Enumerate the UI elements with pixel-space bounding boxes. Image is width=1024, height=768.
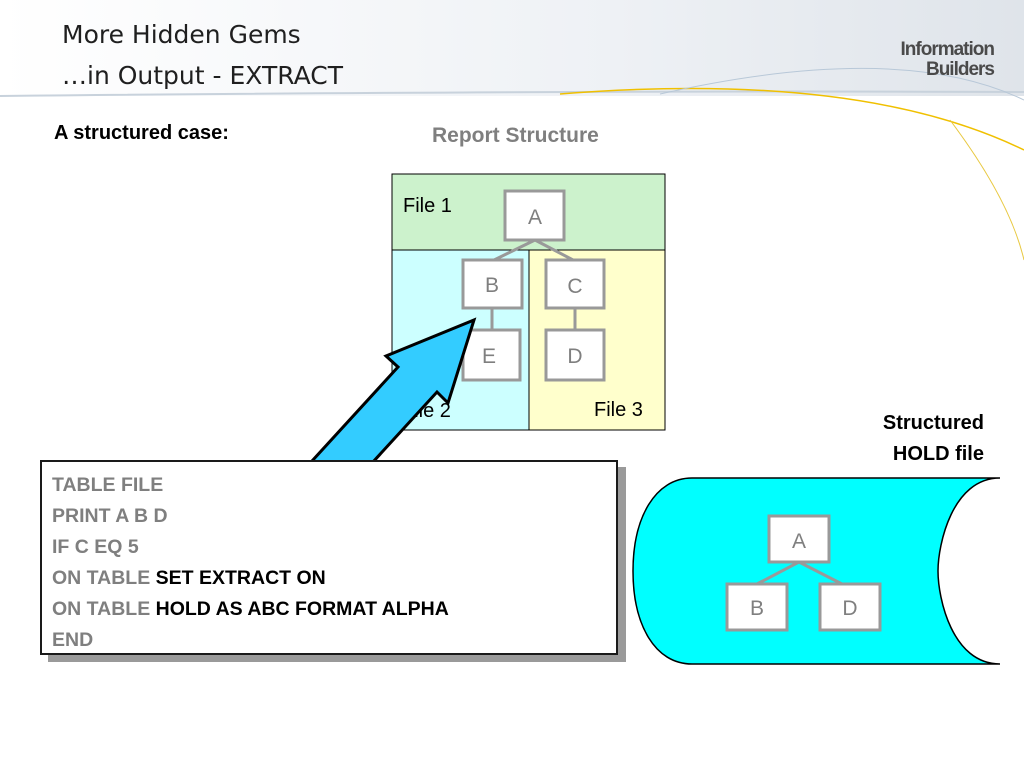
code-box: TABLE FILE PRINT A B D IF C EQ 5 ON TABL…	[40, 460, 618, 655]
header-divider	[0, 90, 1024, 97]
code-line-5: ON TABLE HOLD AS ABC FORMAT ALPHA	[52, 594, 616, 625]
node-box-b	[461, 258, 524, 310]
code-line-5-command: HOLD AS ABC FORMAT ALPHA	[155, 598, 449, 620]
case-label: A structured case:	[54, 122, 229, 144]
node-e: E	[482, 345, 496, 368]
code-line-5-keyword: ON TABLE	[52, 598, 156, 620]
node-d: D	[567, 345, 582, 368]
node-c: C	[567, 275, 582, 298]
grey-swoosh-line	[659, 67, 1024, 101]
hold-file-label-line2: HOLD file	[892, 443, 984, 465]
logo-line1: Information	[900, 39, 995, 60]
code-line-4: ON TABLE SET EXTRACT ON	[52, 563, 616, 594]
report-structure-heading: Report Structure	[432, 124, 599, 147]
node-a: A	[528, 206, 542, 229]
node-box-e	[461, 328, 522, 382]
code-line-1: TABLE FILE	[52, 474, 164, 496]
logo-line2: Builders	[925, 59, 995, 80]
node-b: B	[485, 274, 499, 297]
gold-swoosh-right	[949, 119, 1024, 261]
slide-title-line1: More Hidden Gems	[62, 20, 301, 49]
node-box-c	[544, 258, 606, 310]
hold-node-box-b	[725, 582, 789, 632]
header-band	[0, 0, 1024, 96]
code-line-4-keyword: ON TABLE	[52, 567, 156, 589]
hold-node-box-d	[818, 582, 882, 632]
hold-file-label-line1: Structured	[882, 412, 984, 434]
node-box-a	[503, 189, 566, 242]
company-logo: Information Builders	[901, 40, 995, 80]
hold-node-d: D	[842, 597, 857, 620]
code-line-2: PRINT A B D	[52, 505, 168, 527]
code-line-3: IF C EQ 5	[52, 536, 139, 558]
hold-node-box-a	[767, 514, 831, 564]
slide-title-line2: …in Output - EXTRACT	[62, 61, 343, 90]
file3-label: File 3	[594, 399, 643, 421]
report-tree-connectors	[490, 238, 577, 330]
hold-file-label: Structured HOLD file	[883, 408, 984, 470]
hold-tree-connectors	[756, 560, 843, 586]
node-box-d	[544, 328, 606, 382]
hold-tree-nodes	[725, 514, 882, 632]
report-tree-nodes	[461, 189, 606, 382]
hold-node-a: A	[792, 530, 806, 553]
hold-node-b: B	[750, 597, 764, 620]
code-line-4-command: SET EXTRACT ON	[155, 567, 326, 589]
gold-swoosh-line	[559, 87, 1024, 151]
file1-label: File 1	[403, 195, 452, 217]
code-line-6: END	[52, 629, 94, 651]
